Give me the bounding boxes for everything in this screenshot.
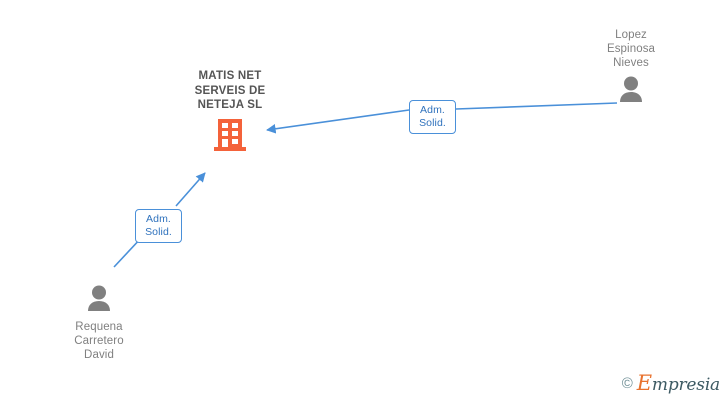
node-person-requena[interactable]: Requena Carretero David <box>41 285 157 362</box>
node-person-lopez[interactable]: Lopez Espinosa Nieves <box>573 28 689 107</box>
person-name-label: Requena Carretero David <box>74 321 124 361</box>
edge-label-adm-solid-requena[interactable]: Adm. Solid. <box>135 209 182 243</box>
copyright-icon: © <box>621 375 633 392</box>
brand-rest: mpresia <box>651 375 720 395</box>
node-company[interactable]: MATIS NET SERVEIS DE NETEJA SL <box>172 69 288 158</box>
person-icon[interactable] <box>573 76 689 107</box>
company-name-label: MATIS NET SERVEIS DE NETEJA SL <box>194 70 266 111</box>
brand-initial: E <box>636 371 652 395</box>
person-name-label: Lopez Espinosa Nieves <box>606 29 656 69</box>
brand-name: Empresia <box>637 373 720 394</box>
person-icon[interactable] <box>41 285 157 316</box>
watermark: © Empresia <box>622 373 720 394</box>
edge-label-adm-solid-lopez[interactable]: Adm. Solid. <box>409 100 456 134</box>
building-icon[interactable] <box>172 117 288 158</box>
